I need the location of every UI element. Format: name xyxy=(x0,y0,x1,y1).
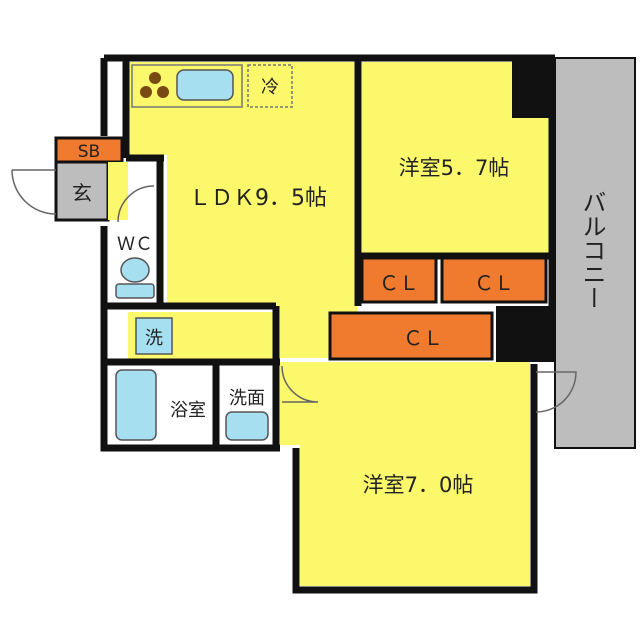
closet-2-label: ＣＬ xyxy=(474,271,514,295)
stove-burner-icon xyxy=(157,86,169,98)
room-western-b xyxy=(280,362,530,586)
step-floor xyxy=(108,162,128,220)
shoe-box-label: SB xyxy=(78,142,100,162)
column xyxy=(496,306,556,362)
wash-basin-icon xyxy=(225,411,269,441)
washer-icon xyxy=(135,317,173,355)
sink-icon xyxy=(176,69,234,101)
ldk-door-swing xyxy=(281,365,319,403)
wc-label: ＷＣ xyxy=(117,234,153,255)
fridge-label: 冷 xyxy=(261,77,279,98)
walls xyxy=(100,54,556,594)
closet-3 xyxy=(328,311,494,361)
washer-label: 洗 xyxy=(145,328,163,349)
balcony-label: バルコニー xyxy=(578,190,606,310)
wc-door-swing xyxy=(117,185,155,223)
western-a-label: 洋室5．7帖 xyxy=(399,156,510,180)
washroom-label: 洗面 xyxy=(229,388,265,409)
room-ldk xyxy=(128,62,357,358)
closet-1-label: ＣＬ xyxy=(379,271,419,295)
balcony xyxy=(554,57,636,449)
balcony-door-swing xyxy=(535,371,577,413)
toilet-icon xyxy=(120,257,150,283)
ldk-label: ＬＤＫ9．5帖 xyxy=(189,186,327,211)
entry-door-swing xyxy=(11,169,57,215)
entrance-label: 玄 xyxy=(72,181,92,205)
western-b-label: 洋室7．0帖 xyxy=(363,473,474,497)
stove-burner-icon xyxy=(149,72,161,84)
closet-3-label: ＣＬ xyxy=(403,326,443,350)
stove-burner-icon xyxy=(140,86,152,98)
bath-label: 浴室 xyxy=(170,400,206,421)
fridge-space xyxy=(247,64,293,108)
bathtub-icon xyxy=(115,369,157,441)
toilet-tank-icon xyxy=(115,283,155,299)
